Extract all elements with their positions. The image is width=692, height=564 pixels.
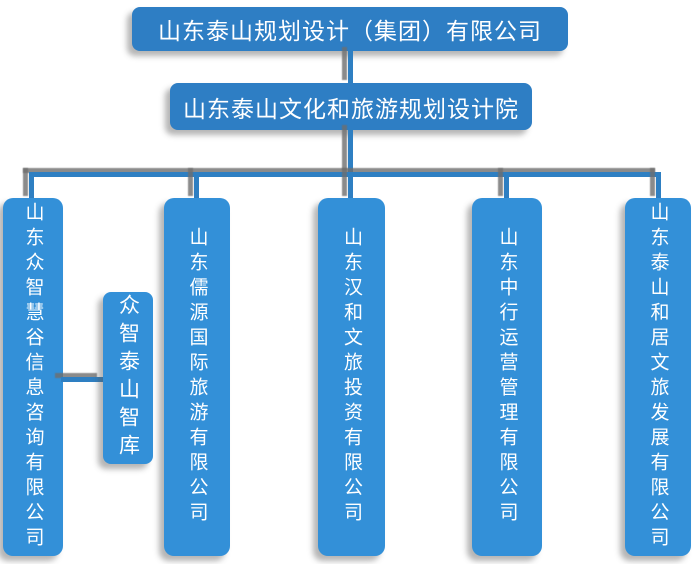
connector-affiliate [61, 377, 103, 382]
org-node-subsidiary-5: 山东泰山和居文旅发展有限公司 [625, 198, 691, 556]
org-node-root-label: 山东泰山规划设计（集团）有限公司 [158, 18, 542, 44]
org-node-institute-label: 山东泰山文化和旅游规划设计院 [183, 95, 519, 122]
org-node-subsidiary-4: 山东中行运营管理有限公司 [472, 198, 542, 556]
org-node-root: 山东泰山规划设计（集团）有限公司 [132, 7, 568, 51]
org-node-subsidiary-2: 山东儒源国际旅游有限公司 [164, 198, 230, 556]
org-node-subsidiary-2-label: 山东儒源国际旅游有限公司 [186, 227, 208, 527]
connector-drop-3 [348, 172, 353, 200]
org-node-subsidiary-4-label: 山东中行运营管理有限公司 [496, 227, 518, 527]
connector-drop-4 [504, 172, 509, 200]
connector-drop-5 [656, 172, 661, 200]
connector-bus [29, 172, 661, 177]
org-node-subsidiary-1-label: 山东众智慧谷信息咨询有限公司 [22, 202, 44, 552]
connector-root-institute [348, 51, 353, 84]
connector-drop-1 [29, 172, 34, 200]
org-node-subsidiary-5-label: 山东泰山和居文旅发展有限公司 [647, 202, 669, 552]
org-node-institute: 山东泰山文化和旅游规划设计院 [170, 83, 532, 130]
org-node-subsidiary-3-label: 山东汉和文旅投资有限公司 [341, 227, 362, 527]
connector-institute-bus [348, 129, 353, 174]
org-node-affiliate: 众智泰山智库 [103, 292, 153, 464]
org-node-affiliate-label: 众智泰山智库 [116, 294, 140, 462]
org-node-subsidiary-1: 山东众智慧谷信息咨询有限公司 [3, 198, 63, 556]
connector-drop-2 [194, 172, 199, 200]
org-node-subsidiary-3: 山东汉和文旅投资有限公司 [318, 198, 385, 556]
